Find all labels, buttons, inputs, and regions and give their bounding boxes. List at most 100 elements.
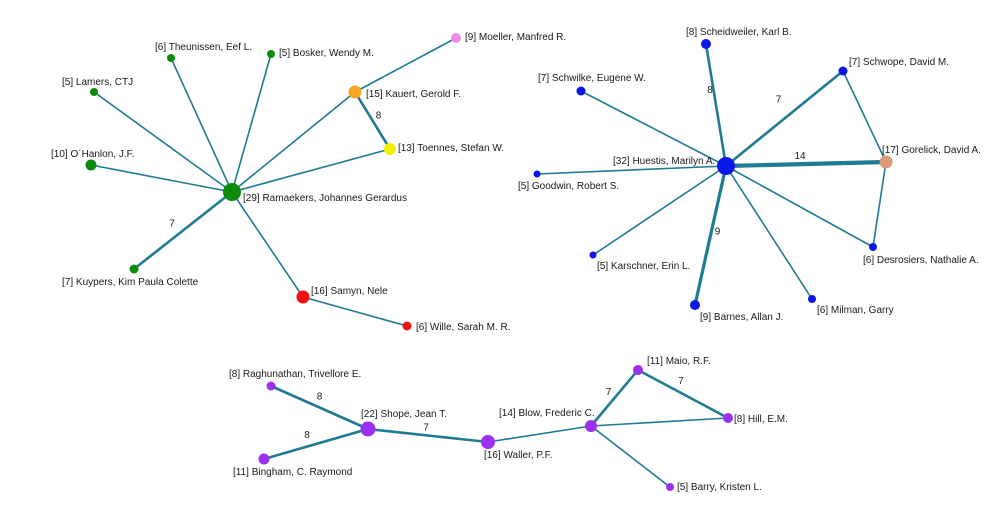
edge-waller-blow [487,425,592,443]
node-label-schwope: [7] Schwope, David M. [849,57,949,68]
node-label-hill: [8] Hill, E.M. [734,414,788,425]
node-label-ramaekers: [29] Ramaekers, Johannes Gerardus [243,193,407,204]
edge-shope-bingham [262,427,370,461]
edge-ramaekers-samyn [231,191,304,298]
edge-schwope-gorelick [842,70,887,163]
node-toennes[interactable] [384,143,396,155]
node-shope[interactable] [360,421,376,437]
edge-huestis-gorelick [723,159,889,169]
node-kuypers[interactable] [129,264,139,274]
node-label-blow: [14] Blow, Frederic C. [499,408,595,419]
node-label-bosker: [5] Bosker, Wendy M. [279,48,374,59]
edge-weight-label: 8 [707,85,713,96]
edge-weight-label: 14 [794,151,806,162]
node-label-waller: [16] Waller, P.F. [484,450,552,461]
edge-huestis-schwope [724,69,845,168]
node-label-samyn: [16] Samyn, Nele [311,286,388,297]
node-label-raghunathan: [8] Raghunathan, Trivellore E. [229,369,361,380]
node-label-shope: [22] Shope, Jean T. [361,409,447,420]
edge-maio-hill [636,368,730,420]
edge-ramaekers-theunissen [170,57,233,193]
edge-weight-label: 7 [776,95,782,106]
edge-ramaekers-ohanlon [90,164,233,193]
node-barry[interactable] [666,483,674,491]
node-schwope[interactable] [838,66,848,76]
node-gorelick[interactable] [879,155,893,169]
node-label-scheidweiler: [8] Scheidweiler, Karl B. [686,27,792,38]
edge-ramaekers-kauert [231,91,356,193]
node-label-ohanlon: [10] O´Hanlon, J.F. [51,148,134,160]
node-wille[interactable] [402,321,412,331]
edge-blow-maio [589,368,640,428]
node-label-theunissen: [6] Theunissen, Eef L. [155,42,252,53]
node-label-wille: [6] Wille, Sarah M. R. [416,322,510,333]
node-goodwin[interactable] [533,170,541,178]
node-schwilke[interactable] [576,86,586,96]
node-scheidweiler[interactable] [701,39,711,49]
node-barnes[interactable] [690,300,700,310]
node-label-lamers: [5] Lamers, CTJ [62,77,133,88]
node-label-huestis: [32] Huestis, Marilyn A. [613,156,715,167]
node-huestis[interactable] [717,157,735,175]
edge-huestis-schwilke [580,90,727,167]
edges-layer [90,37,889,488]
node-blow[interactable] [585,420,597,432]
edge-ramaekers-toennes [231,148,391,193]
edge-weight-label: 7 [169,219,175,230]
edge-weight-label: 7 [423,423,429,434]
node-bosker[interactable] [267,50,275,58]
edge-weight-label: 9 [715,227,721,238]
edge-shope-raghunathan [269,384,370,431]
edge-weight-label: 8 [376,111,382,122]
node-label-karschner: [5] Karschner, Erin L. [597,261,690,272]
node-bingham[interactable] [258,453,270,465]
edge-weight-label: 8 [304,430,310,441]
node-desrosiers[interactable] [869,243,877,251]
edge-samyn-wille [302,296,408,327]
node-label-toennes: [13] Toennes, Stefan W. [398,143,504,154]
node-theunissen[interactable] [167,54,175,62]
edge-ramaekers-kuypers [132,190,234,271]
node-maio[interactable] [633,365,643,375]
edge-huestis-karschner [592,165,727,256]
node-samyn[interactable] [296,290,310,304]
node-label-goodwin: [5] Goodwin, Robert S. [518,181,619,192]
node-milman[interactable] [808,295,816,303]
node-kauert[interactable] [348,85,362,99]
node-hill[interactable] [723,413,733,423]
node-label-barry: [5] Barry, Kristen L. [677,482,762,493]
node-label-kuypers: [7] Kuypers, Kim Paula Colette [62,277,199,288]
edge-huestis-scheidweiler [704,42,728,168]
edge-weight-label: 8 [317,392,323,403]
node-label-milman: [6] Milman, Garry [817,305,894,316]
node-ohanlon[interactable] [85,159,97,171]
node-label-schwilke: [7] Schwilke, Eugene W. [538,73,646,84]
node-moeller[interactable] [451,33,461,43]
edge-kauert-toennes [353,90,392,151]
node-label-barnes: [9] Barnes, Allan J. [700,312,783,323]
edge-ramaekers-bosker [231,53,272,193]
node-label-maio: [11] Maio, R.F. [647,356,711,367]
edge-huestis-milman [725,165,813,300]
edge-blow-barry [590,425,671,488]
node-label-bingham: [11] Bingham, C. Raymond [233,467,352,478]
edge-huestis-goodwin [536,165,727,175]
edge-ramaekers-lamers [93,91,233,193]
node-label-moeller: [9] Moeller, Manfred R. [465,32,566,43]
node-karschner[interactable] [589,251,597,259]
edge-kauert-moeller [354,37,457,93]
edge-gorelick-desrosiers [872,161,887,248]
nodes-layer [85,33,893,491]
node-lamers[interactable] [90,88,98,96]
node-label-kauert: [15] Kauert, Gerold F. [366,89,461,100]
edge-huestis-desrosiers [725,165,874,248]
node-raghunathan[interactable] [266,381,276,391]
node-ramaekers[interactable] [223,183,241,201]
edge-blow-hill [590,417,729,427]
node-waller[interactable] [481,435,495,449]
node-label-gorelick: [17] Gorelick, David A. [882,145,981,156]
edge-huestis-barnes [693,164,728,307]
edge-weight-label: 7 [606,387,612,398]
